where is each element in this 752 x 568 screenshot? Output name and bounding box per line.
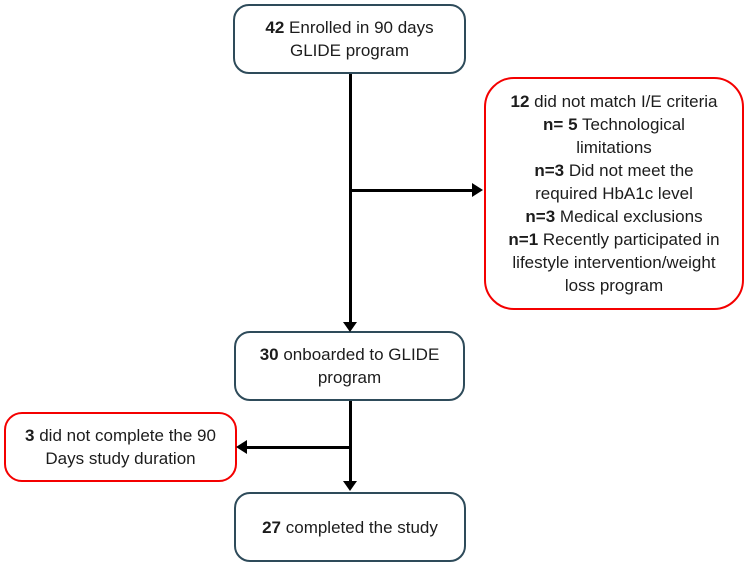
arrowhead-down-icon [343,481,357,491]
exclusion-line: required HbA1c level [535,184,693,203]
completed-box: 27 completed the study [234,492,466,562]
exclusion-line: 12 did not match I/E criteria [510,92,718,111]
exclusion-line: n= 5 Technological [543,115,685,134]
onboarded-line: program [317,368,382,387]
dropout-box: 3 did not complete the 90 Days study dur… [4,412,237,482]
exclusion-line: n=1 Recently participated in [508,230,720,249]
arrow-enrolled-to-onboarded-line [349,74,352,323]
dropout-line: Days study duration [45,449,196,468]
onboarded-count: 30 [259,345,279,364]
arrow-onboarded-to-completed-line [349,401,352,482]
completed-count: 27 [262,517,282,537]
enrollment-line: 42 Enrolled in 90 days [265,16,433,39]
enrollment-line: GLIDE program [289,41,410,60]
onboarded-line: 30 onboarded to GLIDE [259,345,440,364]
completed-line: 27 completed the study [262,517,438,537]
exclusion-line: limitations [576,138,652,157]
dropout-line: 3 did not complete the 90 [25,426,216,445]
enrollment-text: Enrolled in 90 days [284,18,434,37]
exclusion-line: loss program [564,276,664,295]
exclusion-line: n=3 Medical exclusions [525,207,703,226]
enrollment-box: 42 Enrolled in 90 days GLIDE program [233,4,466,74]
exclusion-line: n=3 Did not meet the [534,161,694,180]
arrow-to-dropout-line [246,446,351,449]
dropout-count: 3 [25,426,35,445]
exclusion-count: 12 [510,92,530,111]
arrow-to-exclusion-line [350,189,473,192]
arrowhead-down-icon [343,322,357,332]
exclusion-box: 12 did not match I/E criteria n= 5 Techn… [484,77,744,310]
arrowhead-right-icon [472,183,483,197]
arrowhead-left-icon [236,440,247,454]
onboarded-box: 30 onboarded to GLIDE program [234,331,465,401]
enrollment-count: 42 [265,18,285,37]
exclusion-line: lifestyle intervention/weight [512,253,716,272]
